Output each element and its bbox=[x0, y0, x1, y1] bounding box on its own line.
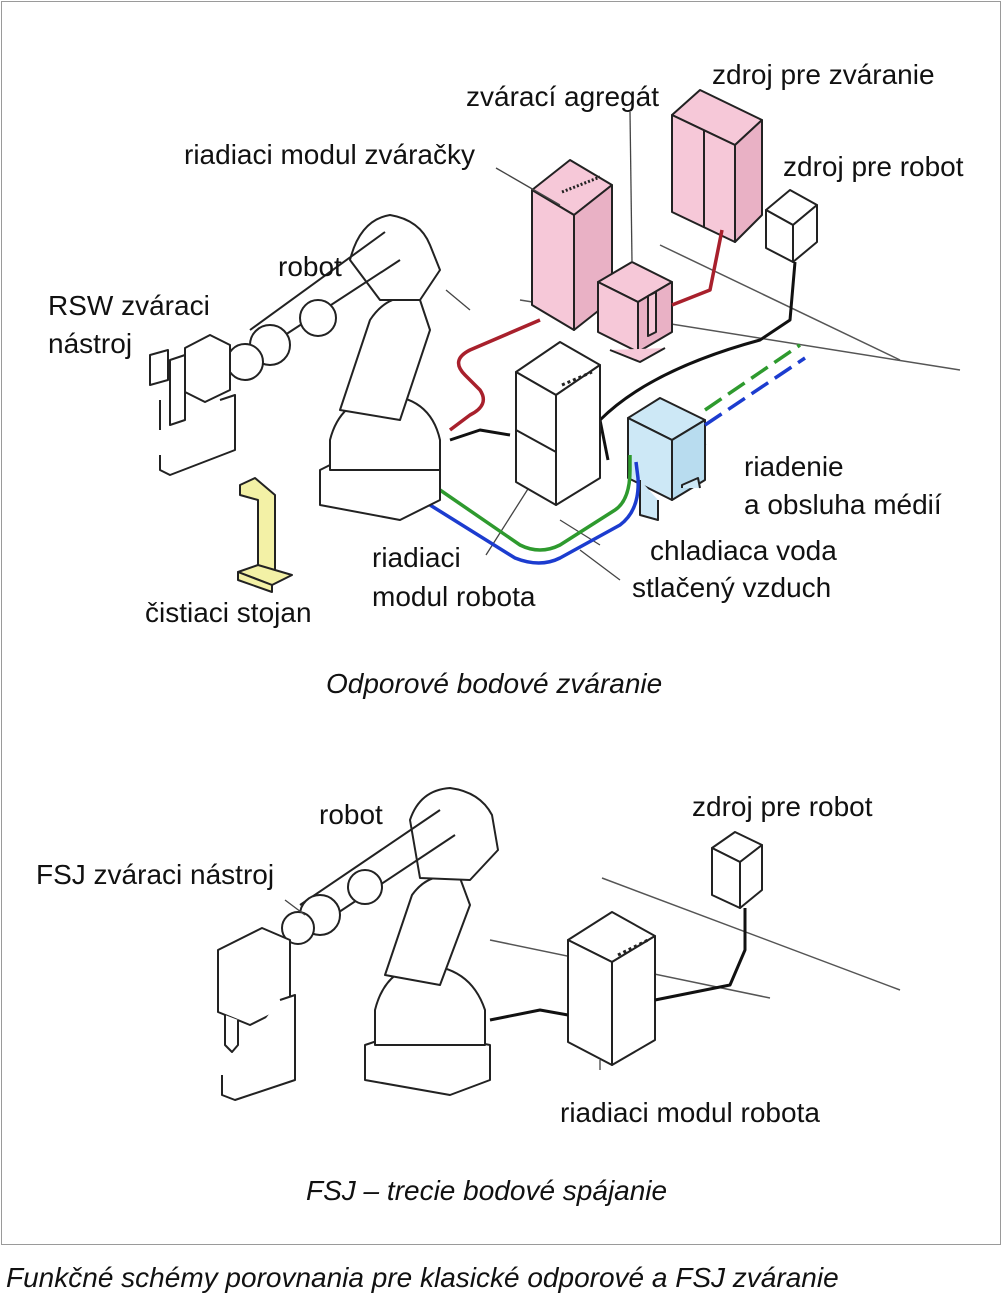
robot-top bbox=[226, 214, 441, 521]
label-weld-controller: riadiaci modul zváračky bbox=[184, 139, 475, 170]
fsj-welding-gun bbox=[217, 927, 296, 1101]
label-robot-controller-top-line1: riadiaci bbox=[372, 542, 461, 573]
label-robot-controller-top-line2: modul robota bbox=[372, 581, 536, 612]
welding-power-source bbox=[671, 89, 763, 243]
label-compressed-air: stlačený vzduch bbox=[632, 572, 832, 603]
label-robot-controller-bottom: riadiaci modul robota bbox=[560, 1097, 820, 1128]
robot-power-supply-bottom bbox=[711, 831, 763, 909]
water-line bbox=[439, 343, 801, 552]
label-robot-top: robot bbox=[278, 251, 342, 282]
signal-cables-bottom bbox=[489, 908, 747, 1022]
figure-frame bbox=[1, 1, 1001, 1245]
label-media-control-line1: riadenie bbox=[744, 451, 844, 482]
label-robot-power-supply-top: zdroj pre robot bbox=[783, 151, 964, 182]
caption-bottom-diagram: FSJ – trecie bodové spájanie bbox=[306, 1175, 668, 1206]
robot-power-supply-top bbox=[765, 189, 818, 263]
cleaning-stand bbox=[237, 477, 293, 593]
label-cleaning-stand: čistiaci stojan bbox=[145, 597, 312, 628]
figure-caption: Funkčné schémy porovnania pre klasické o… bbox=[6, 1262, 839, 1293]
label-rsw-tool-line1: RSW zváraci bbox=[48, 290, 210, 321]
label-fsj-tool: FSJ zváraci nástroj bbox=[36, 859, 275, 890]
label-welding-aggregate: zvárací agregát bbox=[466, 81, 659, 112]
power-cable bbox=[448, 229, 724, 432]
label-robot-power-supply-bottom: zdroj pre robot bbox=[692, 791, 873, 822]
weld-aggregate-box bbox=[597, 261, 673, 363]
label-welding-power-source: zdroj pre zváranie bbox=[712, 59, 935, 90]
robot-bottom bbox=[281, 787, 499, 1096]
leader-lines-bottom bbox=[284, 899, 601, 1070]
label-robot-bottom: robot bbox=[319, 799, 383, 830]
label-media-control-line2: a obsluha médií bbox=[744, 489, 942, 520]
signal-cables-top bbox=[449, 261, 797, 461]
rsw-welding-gun bbox=[149, 334, 236, 476]
label-rsw-tool-line2: nástroj bbox=[48, 328, 133, 359]
air-line bbox=[429, 356, 806, 565]
robot-controller-cabinet-top bbox=[515, 341, 601, 506]
caption-top-diagram: Odporové bodové zváranie bbox=[326, 668, 663, 699]
media-control-unit bbox=[627, 397, 706, 521]
robot-controller-cabinet-bottom bbox=[567, 911, 656, 1066]
floor-lines-bottom bbox=[489, 877, 901, 999]
label-cooling-water: chladiaca voda bbox=[650, 535, 837, 566]
